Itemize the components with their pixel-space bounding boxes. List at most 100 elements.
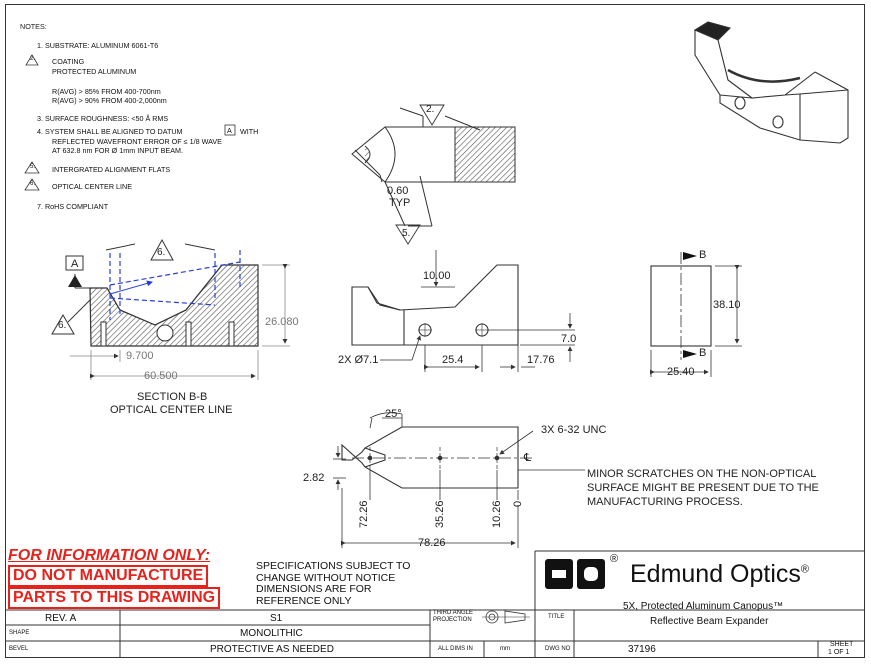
- spec-line: DIMENSIONS ARE FOR: [256, 583, 372, 595]
- front-view: [351, 264, 519, 346]
- scratch-note-line: MINOR SCRATCHES ON THE NON-OPTICAL: [587, 468, 817, 480]
- side-width-dim: 25.40: [667, 366, 695, 378]
- note-6-flag: 6.: [30, 181, 36, 187]
- rev-label: REV. A: [45, 613, 77, 624]
- side-section-b-bottom: B: [699, 347, 707, 359]
- brand-registered-mark: ®: [800, 563, 810, 576]
- shape-value: MONOLITHIC: [240, 628, 303, 639]
- note-4-datum: A: [227, 126, 232, 135]
- drawing-border: [5, 4, 865, 658]
- note-2d: R(AVG) > 90% FROM 400-2,000nm: [52, 96, 167, 105]
- section-flag-6b: [51, 314, 75, 335]
- bevel-value: PROTECTIVE AS NEEDED: [210, 644, 334, 655]
- section-dims: [70, 264, 290, 380]
- eo-logo: [545, 559, 605, 589]
- note-5: INTERGRATED ALIGNMENT FLATS: [52, 165, 171, 174]
- note-flag-6: [24, 178, 40, 191]
- notes-block: NOTES:: [20, 22, 47, 42]
- spec-line: SPECIFICATIONS SUBJECT TO: [256, 560, 411, 572]
- section-title: SECTION B-B: [137, 391, 208, 403]
- front-height-dim: 7.0: [561, 333, 577, 345]
- bevel-label: BEVEL: [9, 646, 29, 652]
- side-section-b-top: B: [699, 249, 707, 261]
- logo-registered-mark: ®: [610, 553, 619, 565]
- note-4b: REFLECTED WAVEFRONT ERROR OF ≤ 1/8 WAVE: [52, 137, 222, 146]
- cone-typ-label: TYP: [389, 197, 411, 209]
- cone-flag-2-label: 2.: [426, 104, 435, 115]
- iso-view: [693, 21, 849, 144]
- front-hole-dim: 2X Ø7.1: [338, 354, 379, 366]
- sheet-value: 1 OF 1: [828, 649, 850, 656]
- title-block-grid: [5, 550, 865, 658]
- note-2c: R(AVG) > 85% FROM 400-700nm: [52, 87, 161, 96]
- section-width-2-dim: 60.500: [144, 370, 178, 382]
- cone-flag-2: [419, 104, 445, 126]
- dwg-label: DWG NO: [545, 646, 571, 652]
- dims-label: ALL DIMS IN: [438, 646, 473, 652]
- cone-flag-5-label: 5.: [402, 228, 411, 239]
- top-angle-dim: 25°: [385, 408, 402, 420]
- spec-line: REFERENCE ONLY: [256, 594, 352, 607]
- section-datum-box: [65, 255, 84, 271]
- dwg-value: 37196: [628, 644, 656, 655]
- note-datum-box: [224, 124, 236, 136]
- top-view: [341, 426, 535, 489]
- top-offset-4: 0: [512, 500, 524, 507]
- top-thread-dim: 3X 6-32 UNC: [541, 424, 607, 436]
- top-dims: [333, 412, 585, 548]
- cone-view: [351, 107, 516, 227]
- rev-value: S1: [270, 613, 283, 624]
- note-flag-5: [24, 161, 40, 174]
- warning-line-2: DO NOT MANUFACTURE: [8, 565, 209, 587]
- front-width-1-dim: 25.4: [442, 354, 464, 366]
- section-flag-6a: [150, 238, 174, 261]
- section-view: [67, 243, 259, 347]
- note-6: OPTICAL CENTER LINE: [52, 182, 133, 191]
- note-7: 7. RoHS COMPLIANT: [37, 202, 109, 211]
- side-view: [650, 252, 742, 377]
- warning-block: FOR INFORMATION ONLY: DO NOT MANUFACTURE…: [8, 547, 221, 609]
- note-4a: 4. SYSTEM SHALL BE ALIGNED TO DATUM: [37, 127, 183, 136]
- cone-flag-5: [395, 224, 421, 245]
- note-4c: AT 632.8 nm FOR Ø 1mm INPUT BEAM.: [52, 146, 184, 155]
- note-flag-2: [25, 54, 39, 66]
- front-top-dim: 10.00: [423, 270, 451, 282]
- projection-label-2: PROJECTION: [433, 617, 472, 623]
- section-datum-label: A: [71, 258, 79, 270]
- projection-label-1: THIRD ANGLE: [433, 610, 474, 616]
- sheet-label: SHEET: [830, 641, 854, 648]
- note-5-flag: 5.: [30, 164, 36, 170]
- warning-line-1: FOR INFORMATION ONLY:: [8, 547, 211, 564]
- scratch-note: MINOR SCRATCHES ON THE NON-OPTICAL SURFA…: [587, 467, 819, 509]
- section-width-1-dim: 9.700: [126, 350, 154, 362]
- spec-disclaimer: SPECIFICATIONS SUBJECT TO CHANGE WITHOUT…: [256, 560, 411, 607]
- note-2b: PROTECTED ALUMINUM: [52, 67, 137, 76]
- section-flag-6a-label: 6.: [157, 247, 166, 258]
- scratch-note-line: MANUFACTURING PROCESS.: [587, 496, 743, 508]
- scratch-note-line: SURFACE MIGHT BE PRESENT DUE TO THE: [587, 482, 819, 494]
- top-total-dim: 78.26: [418, 537, 446, 549]
- top-left-dim: 2.82: [303, 472, 325, 484]
- top-centerline: ℄: [524, 452, 532, 464]
- brand-name: Edmund Optics®: [630, 560, 809, 589]
- projection-symbol: [482, 610, 530, 624]
- note-4a-end: WITH: [240, 127, 259, 136]
- top-offset-1: 72.26: [358, 500, 370, 528]
- section-flag-6b-label: 6.: [58, 320, 67, 331]
- brand-text: Edmund Optics: [630, 560, 801, 588]
- cone-tip-dim: 0.60: [387, 185, 409, 197]
- front-width-2-dim: 17.76: [527, 354, 555, 366]
- note-3: 3. SURFACE ROUGHNESS: <50 Å RMS: [37, 114, 169, 123]
- note-2-flag: 2.: [30, 56, 36, 62]
- shape-label: SHAPE: [9, 630, 30, 636]
- title-label: TITLE: [548, 614, 565, 620]
- note-1: 1. SUBSTRATE: ALUMINUM 6061-T6: [37, 41, 159, 50]
- section-subtitle: OPTICAL CENTER LINE: [110, 404, 233, 416]
- section-datum-marker: [68, 275, 82, 287]
- front-dims: [380, 250, 575, 372]
- title-line-1: 5X, Protected Aluminum Canopus™: [623, 601, 784, 612]
- warning-line-3: PARTS TO THIS DRAWING: [8, 587, 221, 609]
- note-2a: COATING: [52, 57, 85, 66]
- title-line-2: Reflective Beam Expander: [650, 616, 769, 627]
